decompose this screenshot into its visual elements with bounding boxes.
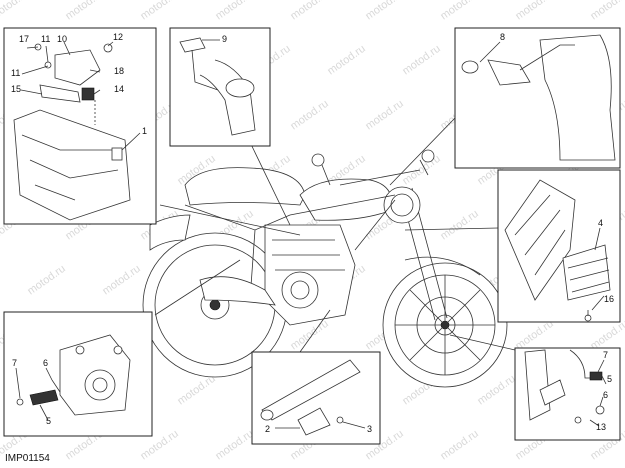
callout-6-right: 6 <box>603 390 608 400</box>
callout-2: 2 <box>265 424 270 434</box>
watermark-text: motod.ru <box>325 43 367 78</box>
front-mudguard <box>404 256 481 276</box>
watermark-text: motod.ru <box>63 0 105 22</box>
callout-11-top: 11 <box>41 34 50 44</box>
callout-5-right: 5 <box>607 374 612 384</box>
watermark-text: motod.ru <box>400 43 442 78</box>
callout-4: 4 <box>598 218 603 228</box>
watermark-text: motod.ru <box>588 318 625 353</box>
detail-box-lambda-sensor <box>169 27 271 147</box>
watermark-text: motod.ru <box>25 263 67 298</box>
watermark-text: motod.ru <box>0 0 31 22</box>
detail-box-front-speed-sensor <box>514 347 621 441</box>
leader-lines <box>154 117 516 353</box>
watermark-text: motod.ru <box>513 0 555 22</box>
detail-box-battery-tray <box>3 27 157 225</box>
drawing-code: IMP01154 <box>5 453 50 464</box>
watermark-text: motod.ru <box>588 0 625 22</box>
watermark-text: motod.ru <box>288 0 330 22</box>
callout-16: 16 <box>604 294 614 304</box>
watermark-text: motod.ru <box>475 373 517 408</box>
headlight <box>383 186 421 224</box>
motorcycle-illustration <box>142 149 508 388</box>
detail-box-horn-bracket <box>454 27 621 169</box>
callout-1: 1 <box>142 126 147 136</box>
callout-8: 8 <box>500 32 505 42</box>
exhaust <box>199 276 276 306</box>
callout-14: 14 <box>114 84 124 94</box>
callout-10: 10 <box>57 34 67 44</box>
watermark-text: motod.ru <box>513 318 555 353</box>
watermark-text: motod.ru <box>438 0 480 22</box>
watermark-text: motod.ru <box>100 263 142 298</box>
watermark-text: motod.ru <box>138 0 180 22</box>
callout-17: 17 <box>19 34 29 44</box>
callout-9: 9 <box>222 34 227 44</box>
callout-labels: 17 11 10 12 11 18 15 14 1 9 8 4 16 7 6 5… <box>11 32 614 434</box>
callout-15: 15 <box>11 84 21 94</box>
watermark-text: motod.ru <box>400 153 442 188</box>
detail-box-side-stand-switch <box>251 351 381 445</box>
watermark-text: motod.ru <box>213 428 255 463</box>
watermark-text: motod.ru <box>288 98 330 133</box>
callout-11-left: 11 <box>11 68 20 78</box>
callout-12: 12 <box>113 32 123 42</box>
handlebar <box>321 159 429 186</box>
detail-box-voltage-regulator <box>497 169 621 323</box>
callout-7-left: 7 <box>12 358 17 368</box>
fuel-tank <box>299 178 393 221</box>
watermark-text: motod.ru <box>213 0 255 22</box>
callout-5-left: 5 <box>46 416 51 426</box>
watermark-text: motod.ru <box>363 98 405 133</box>
callout-18: 18 <box>114 66 124 76</box>
watermark-text: motod.ru <box>363 0 405 22</box>
callout-3: 3 <box>367 424 372 434</box>
rear-fender <box>149 214 191 251</box>
callout-6-left: 6 <box>43 358 48 368</box>
watermark-text: motod.ru <box>438 428 480 463</box>
detail-box-rear-speed-sensor <box>3 311 153 437</box>
watermark-text: motod.ru <box>175 373 217 408</box>
callout-7-right: 7 <box>603 350 608 360</box>
rear-wheel <box>142 232 288 378</box>
callout-13: 13 <box>596 422 606 432</box>
front-wheel <box>382 262 508 388</box>
watermark-text: motod.ru <box>438 208 480 243</box>
seat <box>184 167 306 206</box>
